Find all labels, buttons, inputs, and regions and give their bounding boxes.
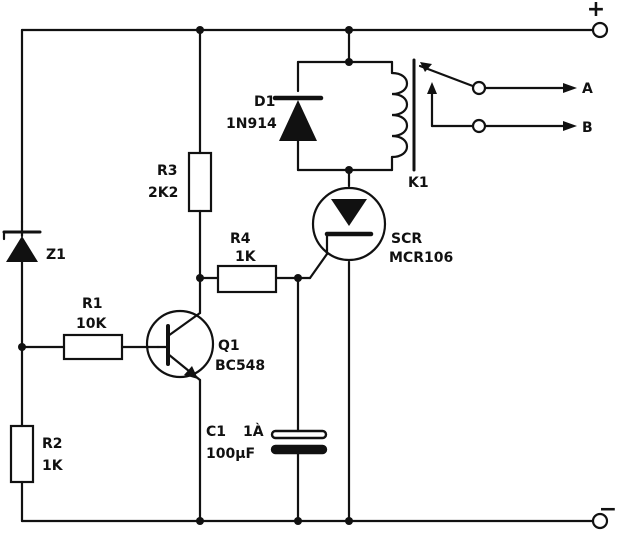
zener-diode-z1 <box>2 220 42 262</box>
contact-a-terminal <box>471 80 487 96</box>
z1-ref-label: Z1 <box>46 247 66 263</box>
c1-ref-label: C1 <box>206 424 226 440</box>
resistor-r3 <box>187 151 213 213</box>
contact-b-terminal <box>471 118 487 134</box>
d1-value-label: 1N914 <box>226 116 277 132</box>
relay-contacts <box>418 62 577 131</box>
r2-value-label: 1K <box>42 458 64 474</box>
r3-ref-label: R3 <box>157 163 178 179</box>
r4-ref-label: R4 <box>230 231 251 247</box>
output-a-label: A <box>582 81 593 97</box>
scr-thyristor <box>311 186 387 262</box>
scr-ref-label: SCR <box>391 231 422 247</box>
resistor-r4 <box>216 252 329 294</box>
r4-value-label: 1K <box>235 249 257 265</box>
transistor-q1 <box>145 309 215 382</box>
positive-terminal <box>591 21 609 39</box>
relay-coil-k1 <box>390 58 416 172</box>
capacitor-c1 <box>270 276 328 523</box>
middle-branch-wires <box>198 28 220 523</box>
q1-value-label: BC548 <box>215 358 265 374</box>
resistor-r1 <box>62 333 160 361</box>
output-b-label: B <box>582 120 593 136</box>
r3-value-label: 2K2 <box>148 185 178 201</box>
r1-value-label: 10K <box>76 316 107 332</box>
resistor-r2 <box>9 424 35 484</box>
c1-value-label: 100µF <box>206 446 255 462</box>
d1-ref-label: D1 <box>254 94 275 110</box>
r1-ref-label: R1 <box>82 296 103 312</box>
scr-value-label: MCR106 <box>389 250 453 266</box>
q1-ref-label: Q1 <box>218 338 240 354</box>
negative-label: − <box>599 497 617 522</box>
r2-ref-label: R2 <box>42 436 63 452</box>
positive-label: + <box>587 0 605 22</box>
junction-dots <box>18 26 353 525</box>
diode-d1 <box>272 95 324 141</box>
k1-ref-label: K1 <box>408 175 429 191</box>
negative-terminal <box>591 512 609 530</box>
c1-note-label: 1À <box>243 423 264 440</box>
